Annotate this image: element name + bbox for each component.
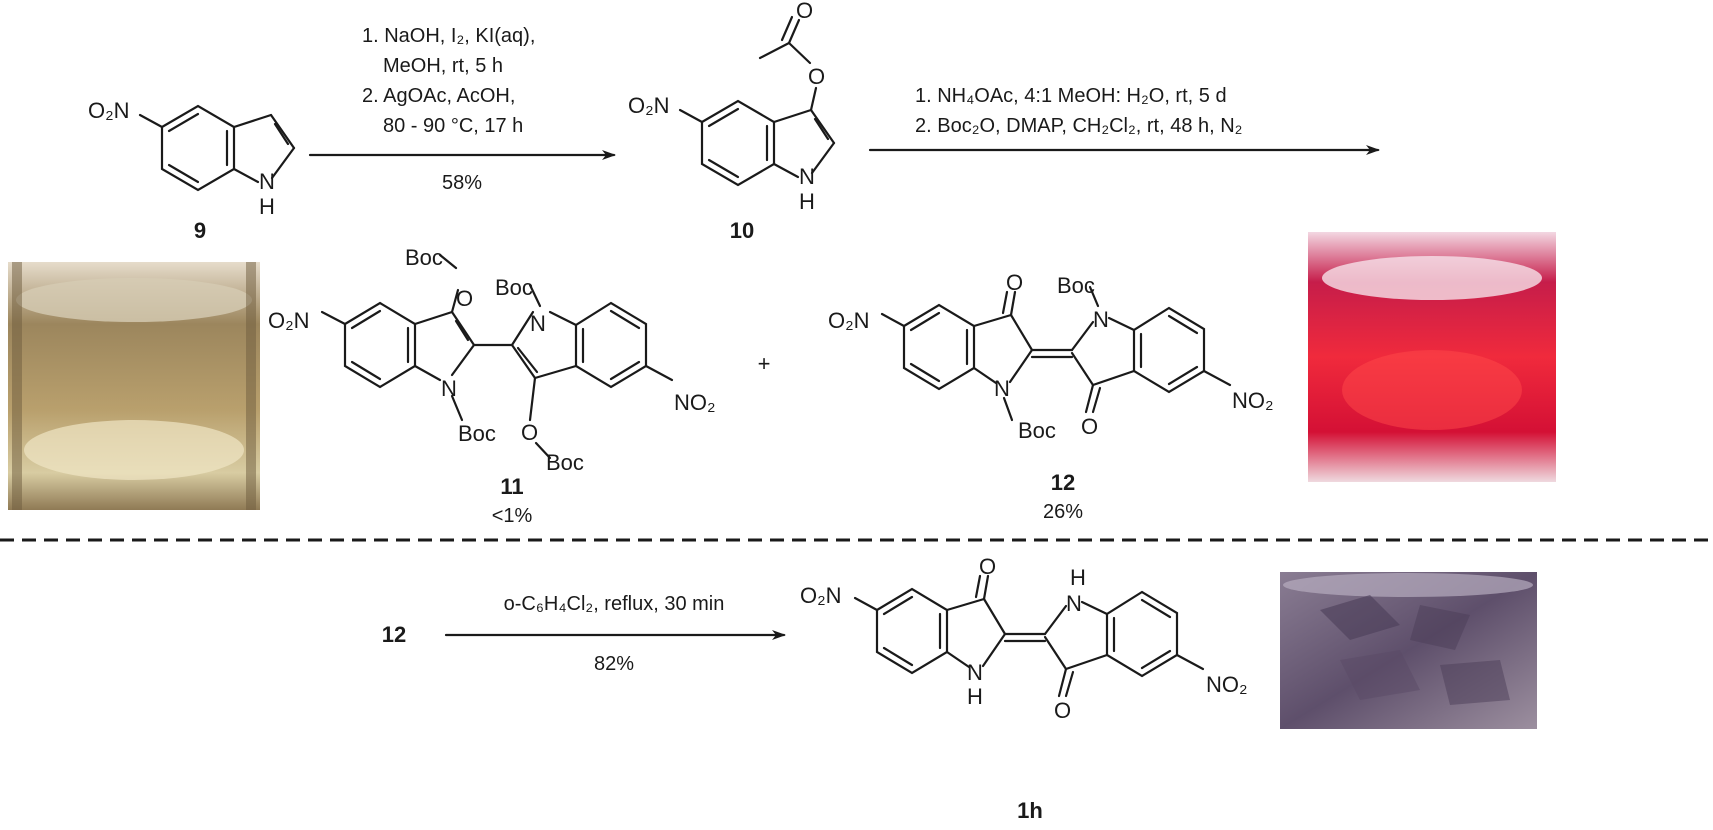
ketone-oxygen: O (979, 554, 996, 579)
oxygen: O (521, 420, 538, 445)
carbonyl-oxygen: O (796, 0, 813, 23)
nh-hydrogen: H (259, 194, 275, 219)
boc-group: Boc (405, 245, 443, 270)
compound-10: O₂N O O N H 10 (628, 0, 836, 243)
yellow-solution-photo (8, 262, 260, 510)
compound-label: 10 (730, 218, 754, 243)
purple-solid-photo (1280, 572, 1537, 729)
reaction-step-3: 12 o-C₆H₄Cl₂, reflux, 30 min 82% (382, 593, 786, 675)
reaction-step-2: 1. NH₄OAc, 4:1 MeOH: H₂O, rt, 5 d 2. Boc… (868, 85, 1380, 155)
nitrogen: N (1093, 307, 1109, 332)
boc-group: Boc (546, 450, 584, 475)
ester-oxygen: O (808, 64, 825, 89)
nitrogen: N (967, 660, 983, 685)
compound-9: O₂N N H 9 (88, 98, 296, 243)
nitro-right: NO₂ (1206, 672, 1248, 697)
condition-line: 2. Boc₂O, DMAP, CH₂Cl₂, rt, 48 h, N₂ (915, 115, 1242, 137)
reaction-step-1: 1. NaOH, I₂, KI(aq), MeOH, rt, 5 h 2. Ag… (308, 25, 616, 194)
ketone-oxygen: O (1081, 414, 1098, 439)
compound-label: 12 (1051, 470, 1075, 495)
plus-sign: + (758, 351, 771, 376)
compound-label: 1h (1017, 798, 1043, 823)
boc-group: Boc (458, 421, 496, 446)
condition-line: 1. NaOH, I₂, KI(aq), (362, 25, 535, 47)
condition-line: o-C₆H₄Cl₂, reflux, 30 min (504, 593, 725, 615)
nitro-right: NO₂ (674, 390, 716, 415)
hydrogen: H (967, 684, 983, 709)
nh-nitrogen: N (799, 164, 815, 189)
nh-hydrogen: H (799, 189, 815, 214)
nitro-left: O₂N (828, 308, 870, 333)
nitrogen: N (1066, 591, 1082, 616)
nitro-right: NO₂ (1232, 388, 1274, 413)
yield-text: 82% (594, 653, 634, 675)
nitrogen: N (530, 311, 546, 336)
yield-text: <1% (492, 505, 533, 527)
compound-12: O₂N O Boc N N Boc O NO₂ 12 26% (828, 270, 1274, 523)
hydrogen: H (1070, 565, 1086, 590)
yield-text: 26% (1043, 501, 1083, 523)
ketone-oxygen: O (1006, 270, 1023, 295)
oxygen: O (456, 286, 473, 311)
nitro-left: O₂N (800, 583, 842, 608)
yield-text: 58% (442, 172, 482, 194)
compound-1h: O₂N O H N N H O NO₂ 1h (800, 554, 1248, 823)
boc-group: Boc (495, 275, 533, 300)
boc-group: Boc (1057, 273, 1095, 298)
nitro-group: O₂N (88, 98, 130, 123)
nitrogen: N (994, 376, 1010, 401)
condition-line: MeOH, rt, 5 h (383, 55, 503, 77)
compound-11: O₂N Boc O N Boc Boc N O Boc NO₂ 11 <1% (268, 245, 716, 527)
nh-nitrogen: N (259, 169, 275, 194)
condition-line: 2. AgOAc, AcOH, (362, 85, 515, 107)
starting-material-label: 12 (382, 622, 406, 647)
condition-line: 80 - 90 °C, 17 h (383, 115, 523, 137)
ketone-oxygen: O (1054, 698, 1071, 723)
nitrogen: N (441, 376, 457, 401)
compound-label: 11 (500, 474, 523, 499)
red-solution-photo (1308, 232, 1556, 482)
nitro-left: O₂N (268, 308, 310, 333)
condition-line: 1. NH₄OAc, 4:1 MeOH: H₂O, rt, 5 d (915, 85, 1227, 107)
boc-group: Boc (1018, 418, 1056, 443)
compound-label: 9 (194, 218, 206, 243)
nitro-group: O₂N (628, 93, 670, 118)
